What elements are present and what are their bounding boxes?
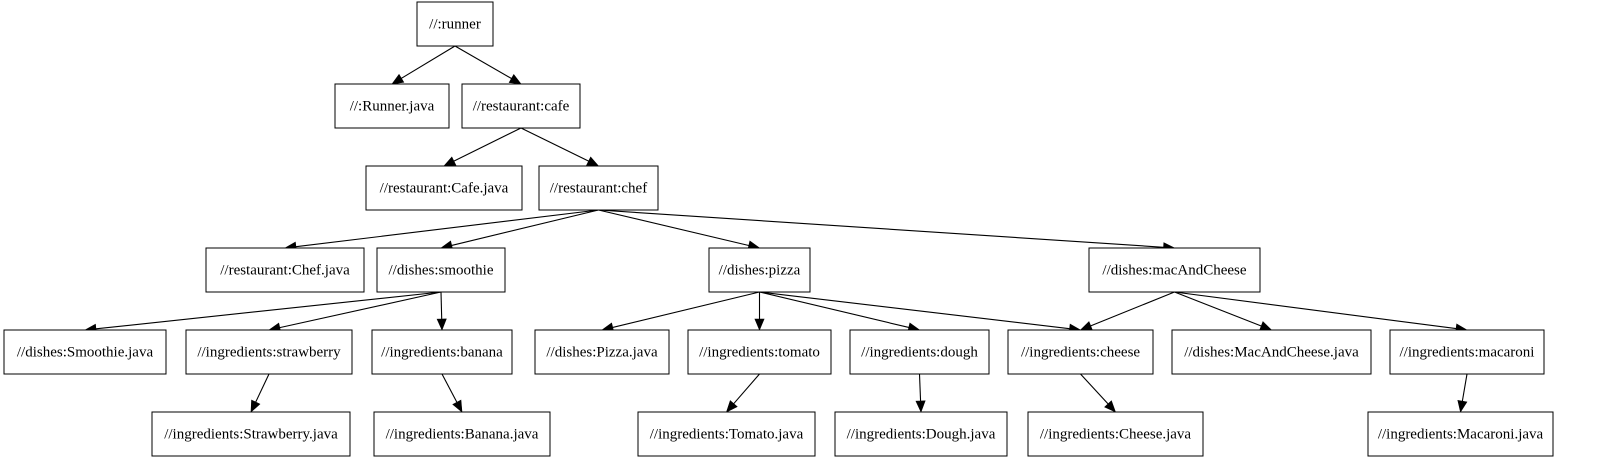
node-label-pizza_java: //dishes:Pizza.java — [546, 344, 658, 360]
graph-node-cafe_java[interactable]: //restaurant:Cafe.java — [365, 165, 523, 211]
edge-dishes_smoothie-to-ing_strawberry — [268, 291, 442, 333]
node-label-ing_tomato: //ingredients:tomato — [699, 344, 820, 360]
nodes-layer: //:runner //:Runner.java //restaurant:cafe… — [3, 1, 1554, 457]
node-label-smoothie_java: //dishes:Smoothie.java — [17, 344, 154, 360]
graph-node-restaurant_cafe[interactable]: //restaurant:cafe — [461, 83, 581, 129]
node-label-dishes_smoothie: //dishes:smoothie — [389, 262, 494, 278]
node-box-pizza_java[interactable] — [534, 329, 670, 375]
node-label-chef_java: //restaurant:Chef.java — [220, 262, 350, 278]
node-box-restaurant_cafe[interactable] — [461, 83, 581, 129]
node-label-ing_strawberry: //ingredients:strawberry — [197, 344, 341, 360]
edge-ing_banana-to-banana_java — [441, 373, 463, 413]
graph-node-smoothie_java[interactable]: //dishes:Smoothie.java — [3, 329, 167, 375]
edge-dishes_smoothie-to-smoothie_java — [84, 291, 442, 334]
edge-restaurant_chef-to-dishes_pizza — [598, 209, 761, 251]
node-label-cheese_java: //ingredients:Cheese.java — [1040, 426, 1192, 442]
edge-dishes_mac-to-ing_cheese — [1079, 291, 1175, 331]
graph-node-macaroni_java[interactable]: //ingredients:Macaroni.java — [1367, 411, 1554, 457]
node-label-mac_java: //dishes:MacAndCheese.java — [1184, 344, 1359, 360]
graph-node-ing_cheese[interactable]: //ingredients:cheese — [1007, 329, 1154, 375]
edges-layer — [84, 45, 1468, 413]
node-box-macaroni_java[interactable] — [1367, 411, 1554, 457]
node-label-dishes_pizza: //dishes:pizza — [719, 262, 801, 278]
edge-restaurant_chef-to-chef_java — [284, 209, 599, 252]
edge-dishes_pizza-to-ing_dough — [759, 291, 921, 333]
edge-dishes_mac-to-ing_macaroni — [1174, 291, 1468, 334]
node-box-ing_cheese[interactable] — [1007, 329, 1154, 375]
node-label-runner_java: //:Runner.java — [350, 98, 435, 114]
node-box-runner_java[interactable] — [334, 83, 450, 129]
node-label-strawberry_java: //ingredients:Strawberry.java — [164, 426, 338, 442]
node-box-cheese_java[interactable] — [1027, 411, 1204, 457]
node-label-ing_banana: //ingredients:banana — [381, 344, 503, 360]
graph-node-strawberry_java[interactable]: //ingredients:Strawberry.java — [151, 411, 351, 457]
node-box-cafe_java[interactable] — [365, 165, 523, 211]
node-box-ing_banana[interactable] — [371, 329, 513, 375]
node-label-runner: //:runner — [429, 16, 481, 32]
graph-node-ing_macaroni[interactable]: //ingredients:macaroni — [1389, 329, 1545, 375]
edge-restaurant_cafe-to-restaurant_chef — [520, 127, 600, 167]
edge-ing_strawberry-to-strawberry_java — [250, 373, 270, 413]
node-box-mac_java[interactable] — [1171, 329, 1372, 375]
node-label-ing_macaroni: //ingredients:macaroni — [1400, 344, 1535, 360]
node-box-ing_tomato[interactable] — [687, 329, 832, 375]
edge-ing_dough-to-dough_java — [915, 373, 926, 413]
node-box-chef_java[interactable] — [205, 247, 365, 293]
graph-node-dishes_mac[interactable]: //dishes:macAndCheese — [1088, 247, 1261, 293]
node-box-ing_strawberry[interactable] — [185, 329, 353, 375]
graph-node-pizza_java[interactable]: //dishes:Pizza.java — [534, 329, 670, 375]
node-box-dishes_smoothie[interactable] — [376, 247, 506, 293]
node-box-runner[interactable] — [416, 1, 494, 47]
node-label-restaurant_chef: //restaurant:chef — [550, 180, 647, 196]
node-label-cafe_java: //restaurant:Cafe.java — [380, 180, 509, 196]
graph-node-ing_strawberry[interactable]: //ingredients:strawberry — [185, 329, 353, 375]
edge-runner-to-restaurant_cafe — [454, 45, 522, 85]
node-box-dishes_mac[interactable] — [1088, 247, 1261, 293]
edge-ing_macaroni-to-macaroni_java — [1457, 373, 1468, 413]
graph-node-dishes_pizza[interactable]: //dishes:pizza — [708, 247, 811, 293]
node-label-ing_dough: //ingredients:dough — [861, 344, 978, 360]
node-box-ing_dough[interactable] — [849, 329, 990, 375]
edge-restaurant_chef-to-dishes_smoothie — [440, 209, 599, 251]
node-box-strawberry_java[interactable] — [151, 411, 351, 457]
node-box-tomato_java[interactable] — [637, 411, 816, 457]
graph-node-runner_java[interactable]: //:Runner.java — [334, 83, 450, 129]
edge-dishes_pizza-to-pizza_java — [601, 291, 760, 333]
edge-ing_tomato-to-tomato_java — [725, 373, 760, 413]
graph-node-mac_java[interactable]: //dishes:MacAndCheese.java — [1171, 329, 1372, 375]
node-label-restaurant_cafe: //restaurant:cafe — [473, 98, 570, 114]
graph-node-dough_java[interactable]: //ingredients:Dough.java — [834, 411, 1008, 457]
node-label-banana_java: //ingredients:Banana.java — [386, 426, 539, 442]
edge-runner-to-runner_java — [391, 45, 456, 85]
graph-node-runner[interactable]: //:runner — [416, 1, 494, 47]
edge-restaurant_cafe-to-cafe_java — [443, 127, 522, 167]
edge-dishes_pizza-to-ing_tomato — [754, 292, 765, 331]
node-box-ing_macaroni[interactable] — [1389, 329, 1545, 375]
graph-node-cheese_java[interactable]: //ingredients:Cheese.java — [1027, 411, 1204, 457]
node-box-banana_java[interactable] — [373, 411, 551, 457]
node-box-dishes_pizza[interactable] — [708, 247, 811, 293]
graph-node-restaurant_chef[interactable]: //restaurant:chef — [538, 165, 659, 211]
graph-node-chef_java[interactable]: //restaurant:Chef.java — [205, 247, 365, 293]
node-label-tomato_java: //ingredients:Tomato.java — [650, 426, 804, 442]
graph-node-banana_java[interactable]: //ingredients:Banana.java — [373, 411, 551, 457]
graph-node-ing_banana[interactable]: //ingredients:banana — [371, 329, 513, 375]
edge-dishes_mac-to-mac_java — [1174, 291, 1273, 331]
graph-node-dishes_smoothie[interactable]: //dishes:smoothie — [376, 247, 506, 293]
node-label-macaroni_java: //ingredients:Macaroni.java — [1378, 426, 1544, 442]
node-label-dough_java: //ingredients:Dough.java — [847, 426, 996, 442]
node-box-dough_java[interactable] — [834, 411, 1008, 457]
graph-node-tomato_java[interactable]: //ingredients:Tomato.java — [637, 411, 816, 457]
node-label-dishes_mac: //dishes:macAndCheese — [1102, 262, 1246, 278]
graph-node-ing_tomato[interactable]: //ingredients:tomato — [687, 329, 832, 375]
edge-dishes_smoothie-to-ing_banana — [436, 291, 447, 331]
node-box-restaurant_chef[interactable] — [538, 165, 659, 211]
edge-dishes_pizza-to-ing_cheese — [759, 291, 1082, 334]
graph-node-ing_dough[interactable]: //ingredients:dough — [849, 329, 990, 375]
node-box-smoothie_java[interactable] — [3, 329, 167, 375]
node-label-ing_cheese: //ingredients:cheese — [1021, 344, 1140, 360]
edge-ing_cheese-to-cheese_java — [1080, 373, 1117, 413]
